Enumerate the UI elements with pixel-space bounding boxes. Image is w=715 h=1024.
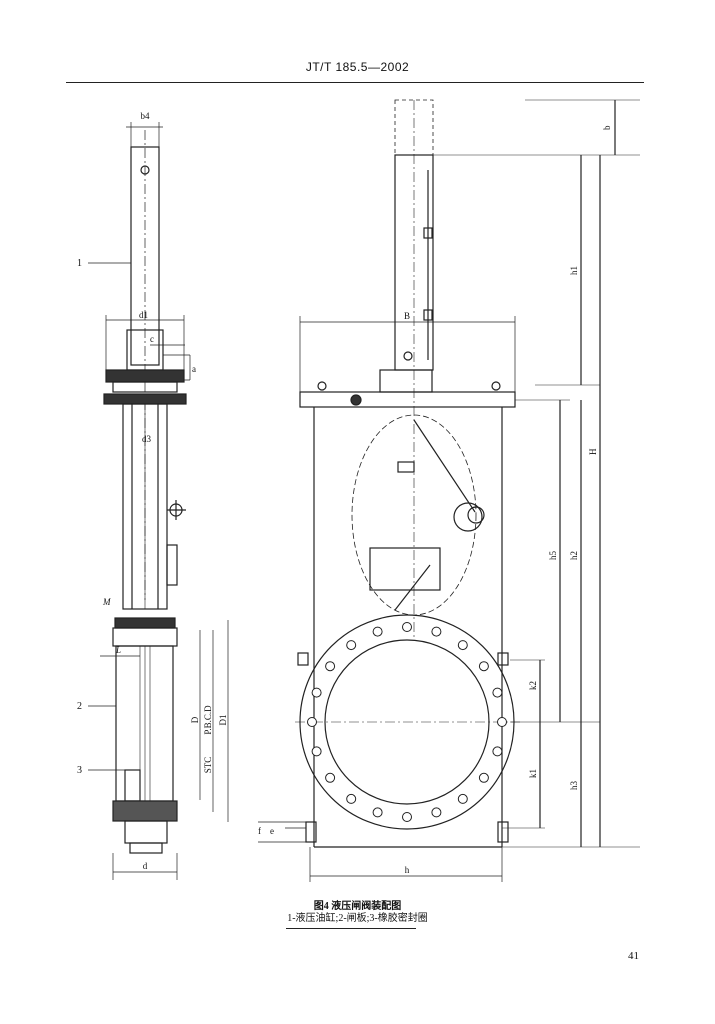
bolt-hole [325,661,336,672]
dim-pbcd: P.B.C.D [203,705,213,735]
callout-1: 1 [77,258,82,269]
bolt-hole [346,793,357,804]
dim-L: L [115,645,121,655]
bolt-hole [402,622,412,632]
bolt-hole [492,687,503,698]
bolt-hole [431,807,442,818]
bolt-hole [325,772,336,783]
bolt-hole [311,746,322,757]
dim-b: b [602,125,612,130]
dim-d1: d1 [139,310,148,320]
bolt-hole [497,717,507,727]
caption-rule [286,928,416,929]
dim-h: h [405,865,410,875]
bolt-hole [311,687,322,698]
header-rule [66,82,644,83]
side-view [88,122,229,880]
dim-k2: k2 [528,681,538,690]
page-header-standard-number: JT/T 185.5—2002 [305,60,410,74]
figure-caption-title: 图4 液压闸阀装配图 [313,901,402,912]
dim-h1: h1 [569,266,579,275]
dim-h5: h5 [548,551,558,561]
callout-2: 2 [77,701,82,712]
bolt-hole [457,793,468,804]
dim-e: e [270,826,274,836]
bolt-hole [492,746,503,757]
dim-h2: h2 [569,551,579,560]
dim-d: d [143,861,148,871]
figure-caption-legend: 1-液压油缸;2-闸板;3-橡胶密封圈 [287,913,428,924]
dim-D: D [190,716,200,723]
dim-H: H [588,448,598,455]
bolt-hole [457,640,468,651]
flange-bolt-holes [307,622,507,822]
page-number: 41 [628,950,639,962]
bolt-hole [402,812,412,822]
bolt-hole [372,807,383,818]
dim-d3: d3 [142,434,152,444]
bolt-hole [478,772,489,783]
dim-B: B [404,311,410,321]
bolt-hole [431,626,442,637]
dim-h3: h3 [569,781,579,791]
front-view [258,99,640,882]
dim-k1: k1 [528,769,538,778]
bolt-hole [307,717,317,727]
bolt-hole [372,626,383,637]
bolt-hole [346,640,357,651]
callout-3: 3 [77,765,82,776]
dim-c: c [150,334,154,344]
dim-stc: STC [203,757,213,774]
dim-f: f [258,826,261,836]
dim-D1: D1 [218,715,228,726]
dim-M: M [102,597,111,607]
dim-b4: b4 [141,111,151,121]
bolt-hole [478,661,489,672]
dim-a: a [192,364,196,374]
